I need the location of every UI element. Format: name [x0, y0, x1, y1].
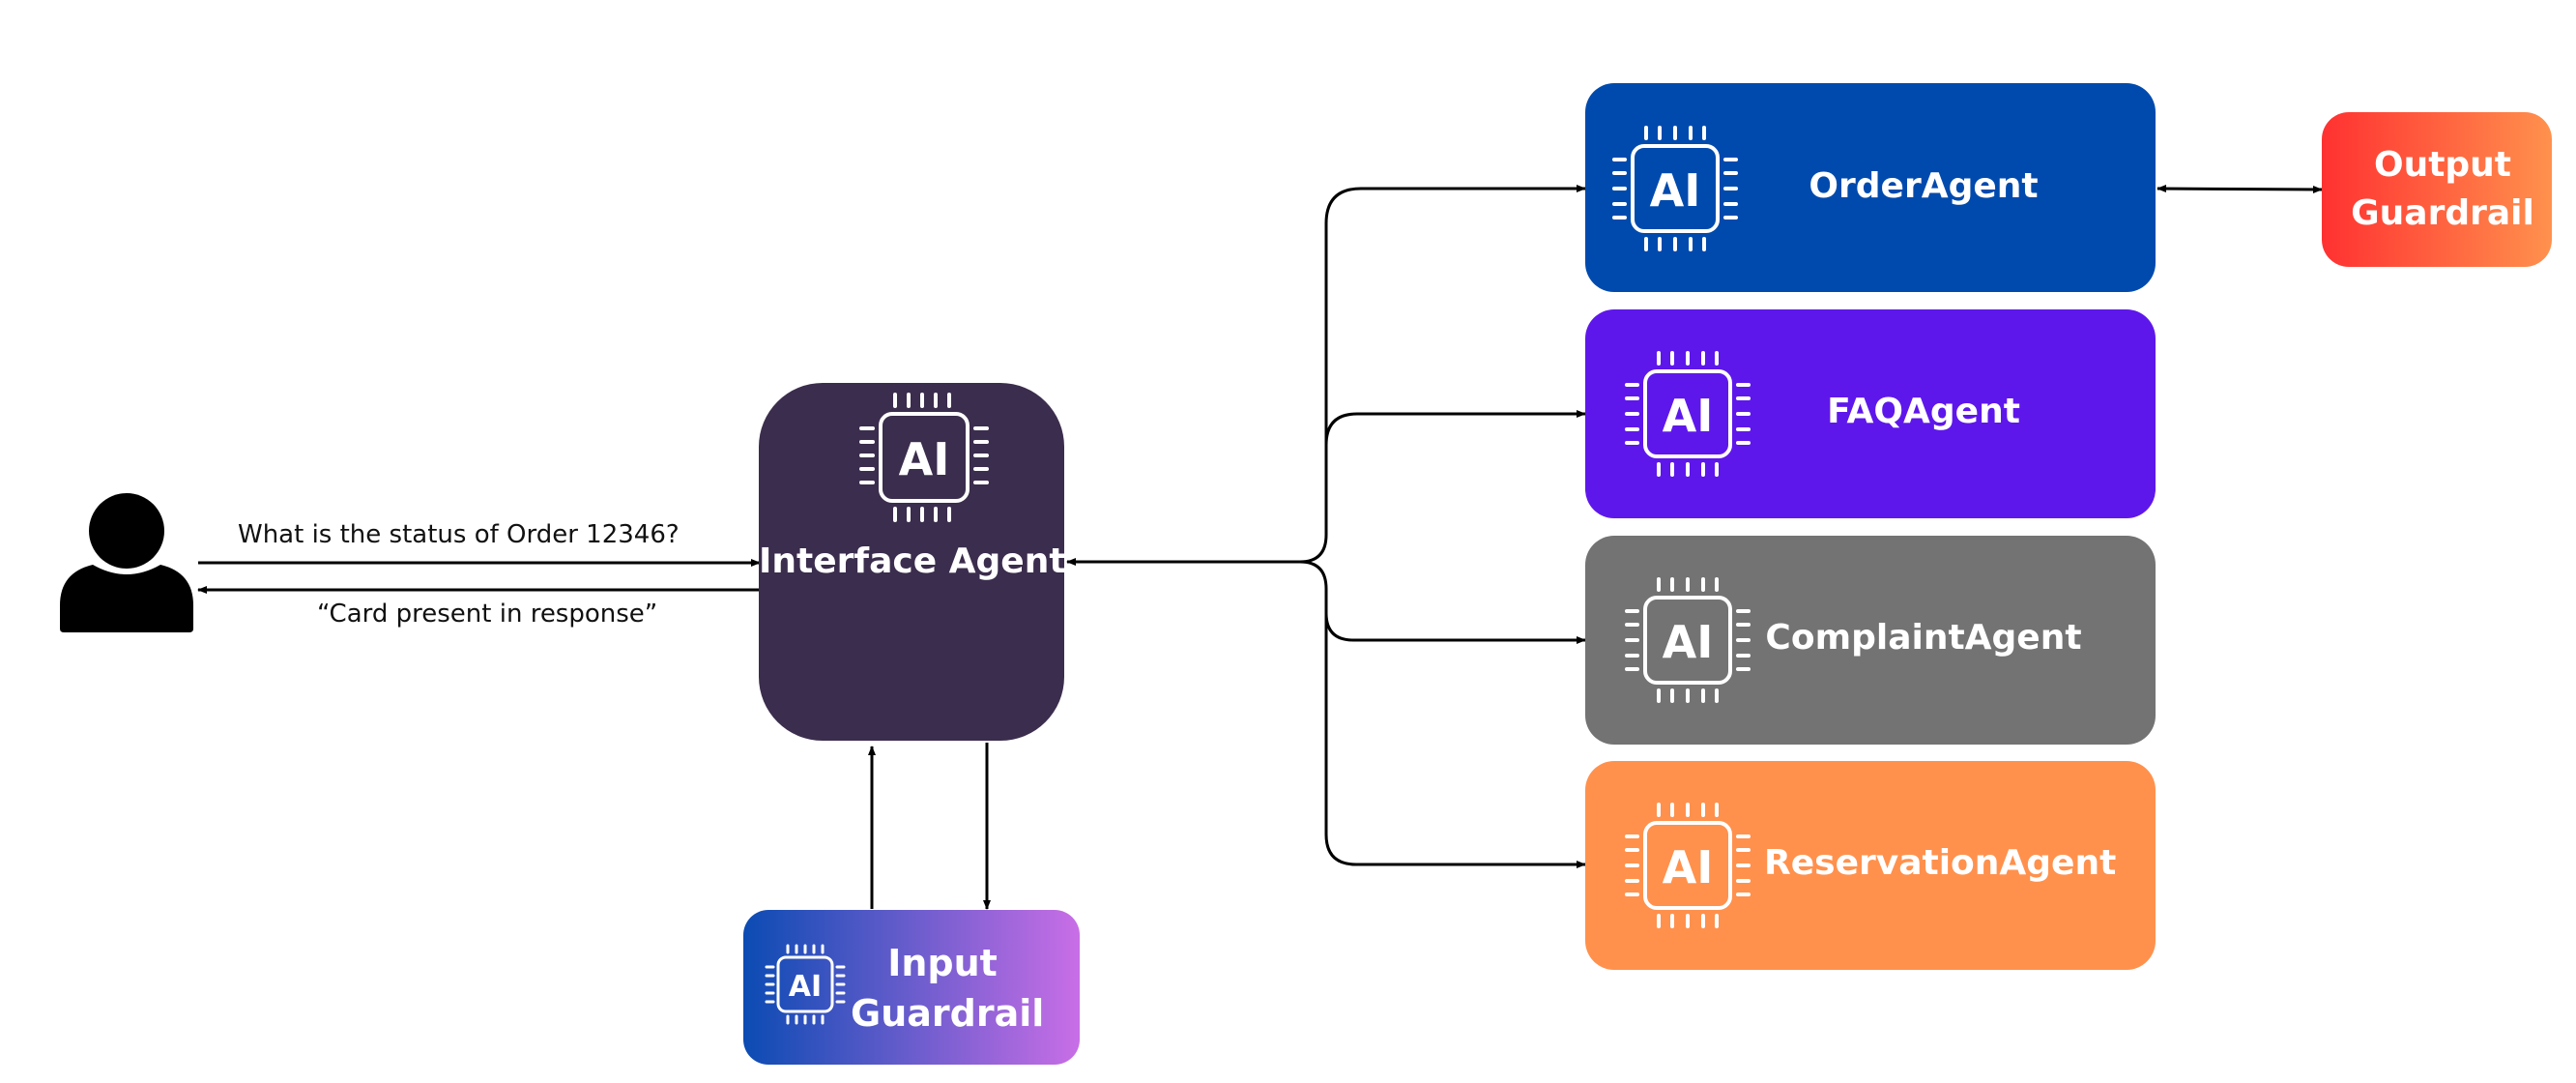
reservation-agent-chip-text: AI [1662, 841, 1714, 893]
order-output-guardrail-arrow [2156, 185, 2323, 193]
request-message: What is the status of Order 12346? [238, 520, 680, 549]
complaint-agent-chip-text: AI [1662, 616, 1714, 668]
input-guardrail-label-line2: Guardrail [851, 992, 1045, 1035]
interface-agent-label: Interface Agent [759, 542, 1066, 581]
route-reservation-agent [1324, 613, 1586, 868]
order-agent-chip-text: AI [1649, 164, 1701, 217]
input-guardrail-chip-text: AI [788, 970, 823, 1004]
reservation-agent-label: ReservationAgent [1764, 843, 2117, 883]
route-complaint-agent [1299, 560, 1586, 644]
input-guardrail-label-line1: Input [887, 942, 998, 984]
faq-agent-label: FAQAgent [1827, 392, 2020, 431]
output-guardrail-label-line2: Guardrail [2351, 193, 2534, 233]
interface-agent-chip-text: AI [898, 433, 950, 485]
order-agent-label: OrderAgent [1809, 166, 2039, 206]
route-order-agent [1299, 185, 1586, 564]
output-guardrail-label-line1: Output [2373, 145, 2512, 185]
route-faq-agent [1324, 410, 1586, 446]
output-guardrail-node[interactable] [2322, 112, 2552, 267]
response-message: “Card present in response” [317, 600, 658, 629]
faq-agent-chip-text: AI [1662, 390, 1714, 442]
complaint-agent-label: ComplaintAgent [1765, 618, 2082, 658]
